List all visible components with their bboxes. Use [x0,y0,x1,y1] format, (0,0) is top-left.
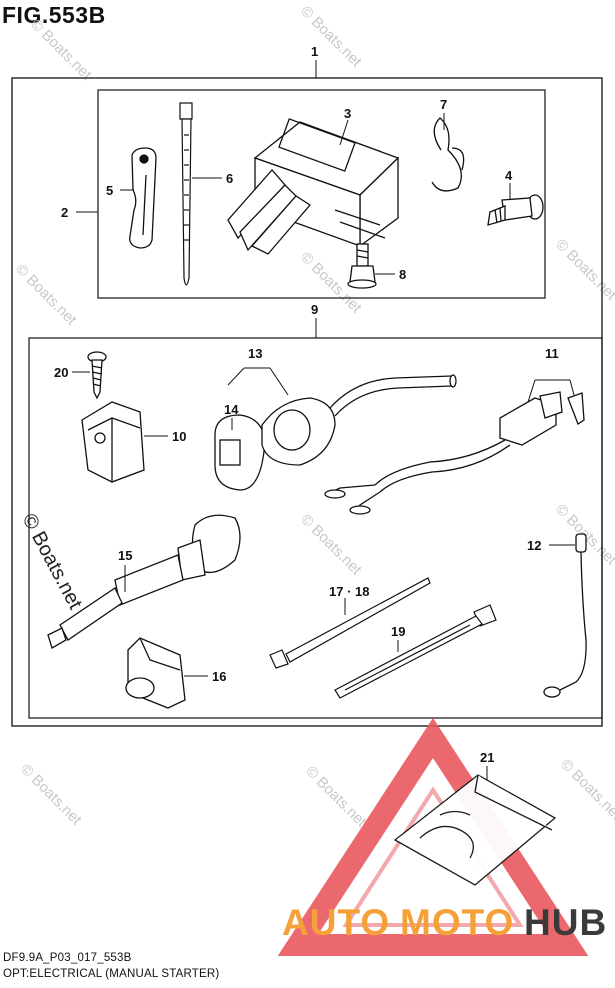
brand-word-moto: MOTO [400,902,514,943]
callout-13: 13 [248,346,262,361]
cable-tie-part-19 [334,604,497,699]
grommet-part-16 [125,637,186,709]
clip-part-5 [129,147,157,249]
brand-word-auto: AUTO [282,902,390,943]
callout-4: 4 [505,168,513,183]
clamp-part-7 [431,117,465,192]
screw-part-4 [487,194,544,226]
callout-7: 7 [440,97,447,112]
callout-5: 5 [106,183,113,198]
watermark-text: © Boats.net [297,511,365,579]
callout-3: 3 [344,106,351,121]
figure-description: OPT:ELECTRICAL (MANUAL STARTER) [3,968,220,980]
callout-21: 21 [480,750,494,765]
callout-11: 11 [545,346,559,361]
callout-20: 20 [54,365,68,380]
watermark-text: © Boats.net [557,756,615,824]
callout-8: 8 [399,267,406,282]
regulator-part-3 [227,118,400,255]
cable-tie-part-17 [269,577,431,669]
callout-17-18: 17 · 18 [329,584,369,599]
cable-tie-part-6 [179,102,193,286]
brand-word-hub: HUB [524,902,607,943]
watermark-text: © Boats.net [12,261,80,329]
holder-part-10 [81,401,145,483]
figure-title: FIG.553B [2,2,106,28]
watermark-text-large: © Boats.net [18,510,87,613]
watermark-text: © Boats.net [552,236,615,304]
callout-9: 9 [311,302,318,317]
bolt-part-8 [347,243,377,289]
connector-part-13 [214,374,457,491]
callout-16: 16 [212,669,226,684]
watermark-text: © Boats.net [27,16,95,84]
screw-part-20 [87,351,107,400]
callout-15: 15 [118,548,132,563]
watermark-text: © Boats.net [297,3,365,71]
callout-6: 6 [226,171,233,186]
callout-19: 19 [391,624,405,639]
sensor-part-15 [47,514,241,649]
bag-part-21 [393,774,557,886]
callout-2: 2 [61,205,68,220]
sensor-lead-part-12 [543,533,587,698]
watermark-text: © Boats.net [17,761,85,829]
watermark-text: © Boats.net [302,763,370,831]
figure-code: DF9.9A_P03_017_553B [3,952,132,964]
callout-14: 14 [224,402,239,417]
callout-1: 1 [311,44,318,59]
harness-part-11 [324,391,585,515]
callout-12: 12 [527,538,541,553]
upper-group-box [97,89,546,299]
callout-10: 10 [172,429,186,444]
